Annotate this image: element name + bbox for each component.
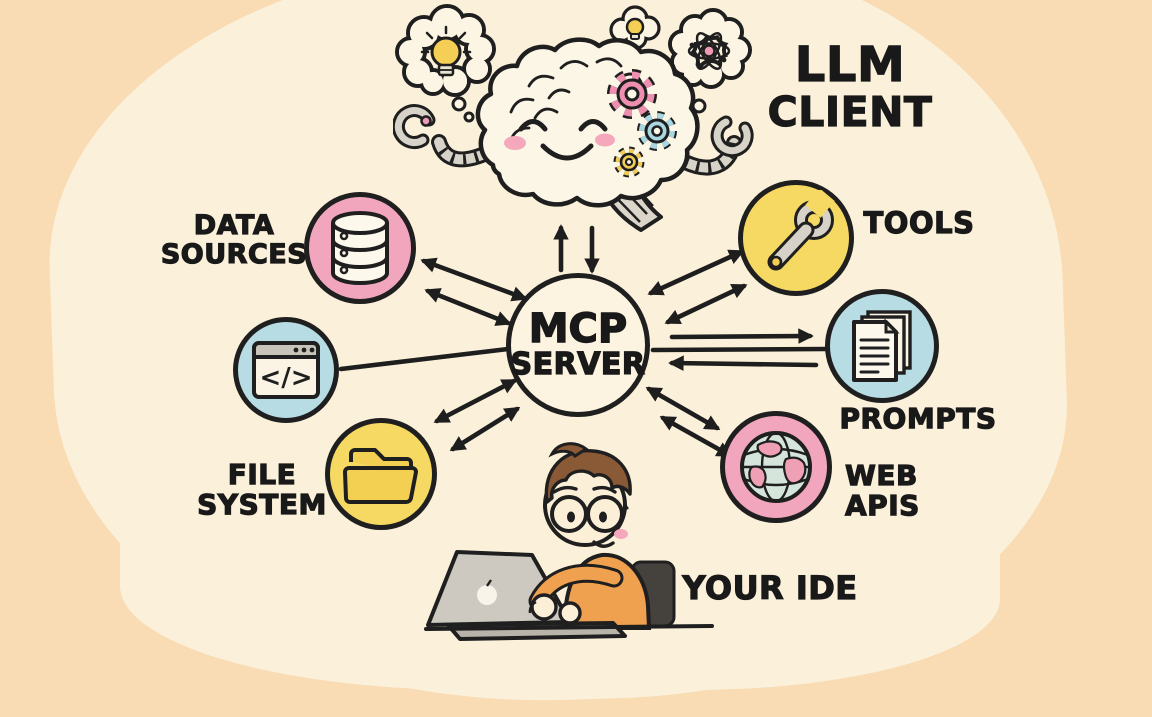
wrench-icon <box>767 190 835 271</box>
file-system-label: FILE SYSTEM <box>197 458 327 521</box>
thought-cloud-atom-icon <box>668 8 752 130</box>
gear-yellow-icon <box>613 146 645 178</box>
glasses-icon <box>550 495 629 533</box>
gear-pink-icon <box>607 69 657 119</box>
llm-client-line2: CLIENT <box>767 87 933 136</box>
atom-icon <box>687 32 731 70</box>
desk-line <box>424 624 714 631</box>
code-window-icon: </> <box>252 341 320 399</box>
hand <box>530 593 558 621</box>
llm-client-label: LLM CLIENT <box>752 37 948 136</box>
web-apis-label: WEB APIS <box>844 459 920 522</box>
file-system-node <box>325 418 437 530</box>
lightbulb-icon <box>420 25 472 77</box>
thought-cloud-lightbulb-icon <box>395 4 496 123</box>
robot-arm-right-icon <box>677 115 754 176</box>
prompts-node <box>825 289 939 403</box>
folder-icon <box>343 448 418 504</box>
your-ide-label: YOUR IDE <box>682 569 858 607</box>
llm-brain-illustration <box>391 0 765 246</box>
tools-node <box>738 180 854 296</box>
robot-brain-icon <box>391 4 754 232</box>
mcp-server-line1: MCP <box>528 306 628 353</box>
developer-illustration <box>418 438 718 652</box>
data-sources-node <box>304 192 416 304</box>
smile <box>592 540 615 548</box>
database-icon <box>331 211 389 285</box>
mcp-server-node: MCP SERVER <box>506 273 650 417</box>
robot-arm-left-icon <box>391 104 497 168</box>
cheek <box>614 529 628 539</box>
globe-icon <box>740 431 812 503</box>
prompts-label: PROMPTS <box>839 402 997 435</box>
data-sources-label: DATA SOURCES <box>160 210 308 270</box>
eyebrow <box>592 485 617 494</box>
developer-at-laptop-icon <box>424 442 714 641</box>
documents-icon <box>852 310 912 382</box>
thought-bubble-small-lightbulb-icon <box>609 5 661 59</box>
eyebrow <box>552 485 578 494</box>
hair-tuft <box>548 442 589 458</box>
svg-text:</>: </> <box>259 363 312 393</box>
gear-blue-icon <box>637 111 677 151</box>
brain-face <box>504 119 615 161</box>
hand <box>558 601 582 625</box>
code-window-node: </> <box>233 317 339 423</box>
tools-label: TOOLS <box>863 206 975 240</box>
hair <box>544 449 632 504</box>
mcp-server-line2: SERVER <box>510 347 646 383</box>
diagram-canvas: LLM CLIENT MCP SERVER DATA SOURCES </> <box>39 0 1077 717</box>
llm-client-line1: LLM <box>794 37 906 93</box>
web-apis-node <box>720 411 832 523</box>
